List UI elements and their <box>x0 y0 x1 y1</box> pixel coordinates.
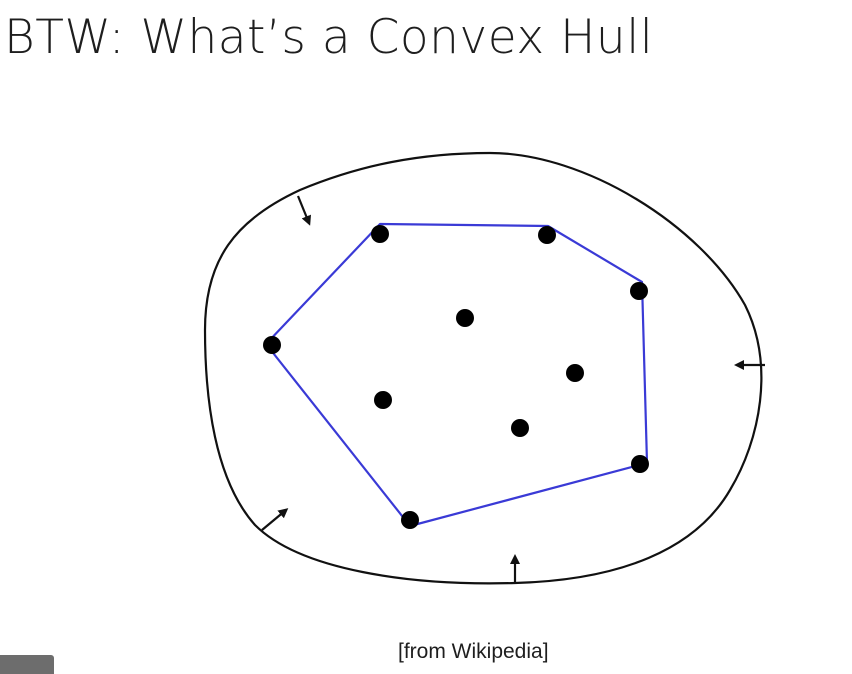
interior-point <box>511 419 529 437</box>
point-set <box>263 225 649 529</box>
hull-point <box>630 282 648 300</box>
hull-point <box>401 511 419 529</box>
outer-band-curve <box>203 151 763 585</box>
video-thumbnail-corner <box>0 655 54 674</box>
interior-point <box>566 364 584 382</box>
hull-point <box>371 225 389 243</box>
interior-point <box>374 391 392 409</box>
interior-point <box>456 309 474 327</box>
hull-point <box>631 455 649 473</box>
inward-arrows <box>261 195 765 583</box>
hull-point <box>538 226 556 244</box>
arrow-top-left <box>296 195 311 226</box>
slide-title: BTW: What’s a Convex Hull <box>4 10 654 65</box>
arrow-bottom-left <box>261 508 289 531</box>
source-caption: [from Wikipedia] <box>398 640 549 663</box>
hull-point <box>263 336 281 354</box>
convex-hull-polygon <box>264 222 649 528</box>
